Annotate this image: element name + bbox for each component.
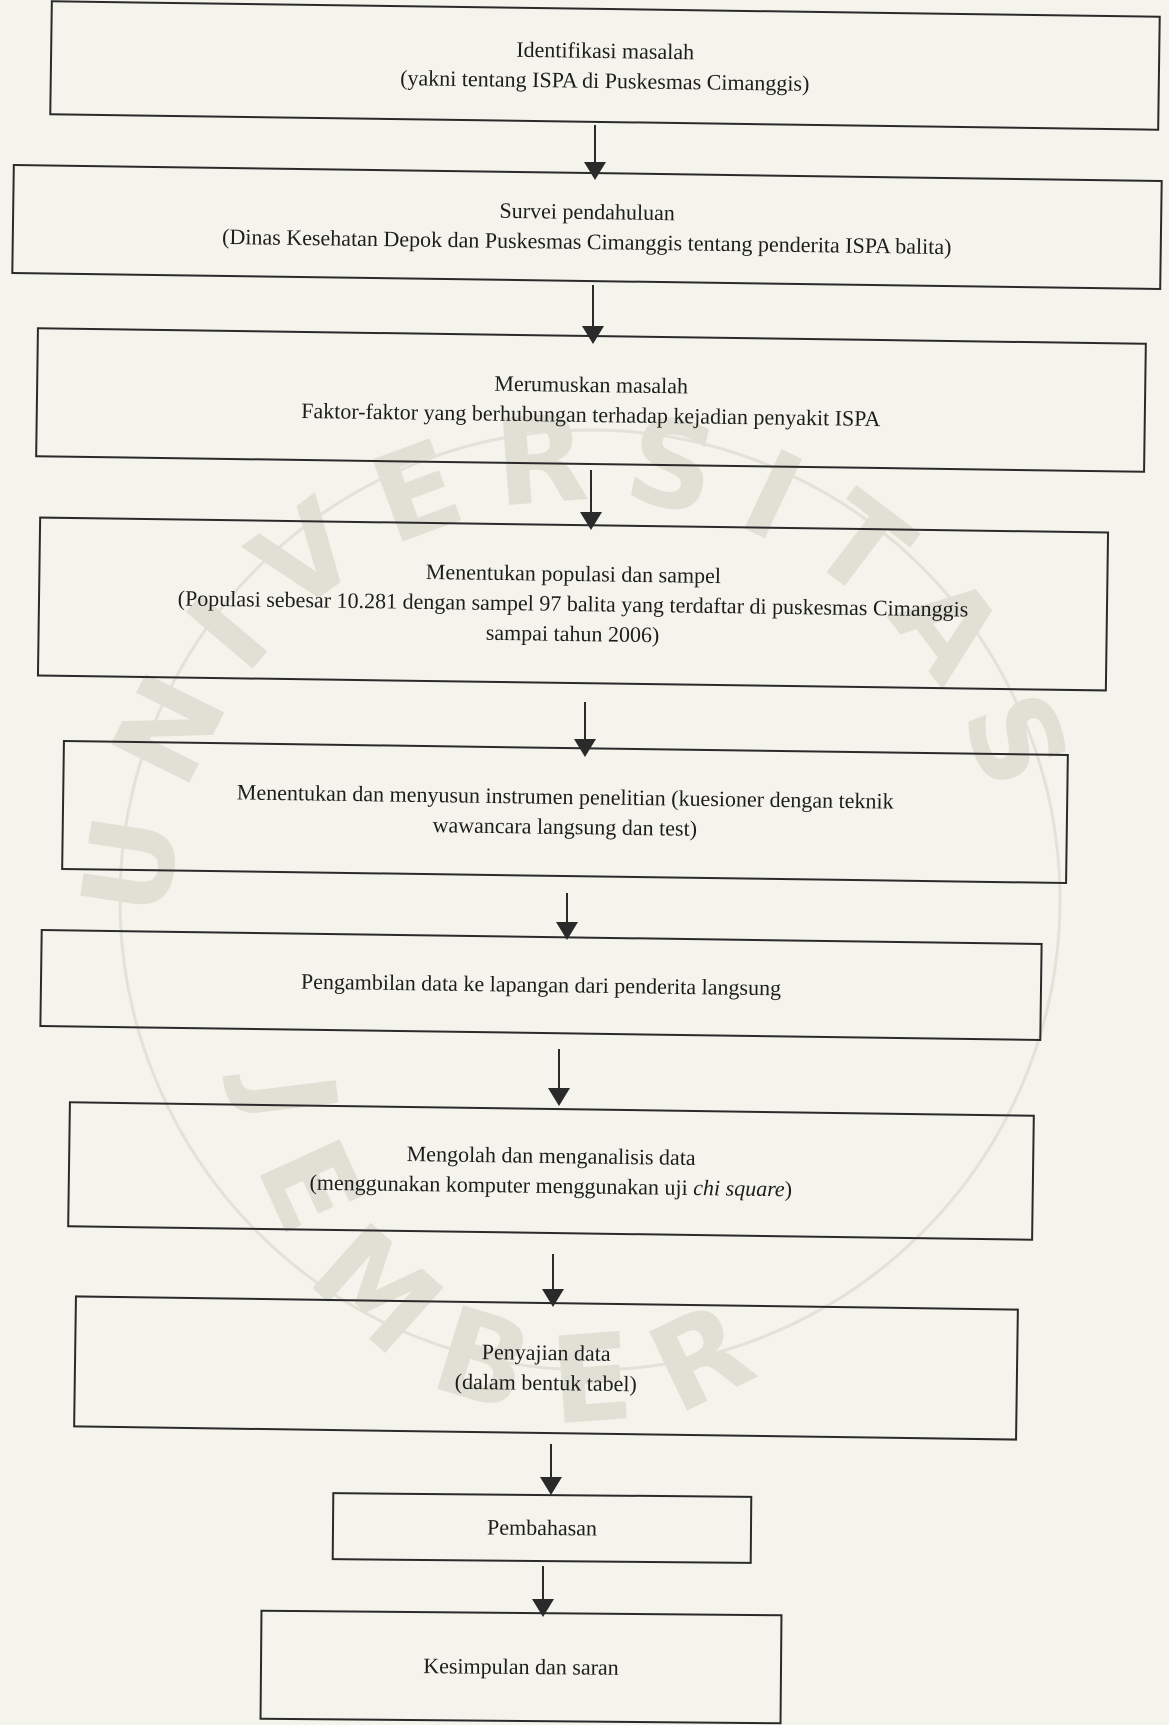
step-populasi-sampel: Menentukan populasi dan sampel (Populasi… [36, 516, 1110, 692]
arrow-connector [594, 125, 596, 163]
arrow-connector [558, 1049, 560, 1089]
arrow-down-icon [556, 922, 578, 940]
step-title: Pembahasan [486, 1514, 598, 1541]
arrow-down-icon [580, 512, 602, 530]
step-detail-closing: ) [784, 1176, 793, 1202]
step-title: Identifikasi masalah [516, 36, 695, 64]
arrow-down-icon [574, 739, 596, 757]
step-identifikasi-masalah: Identifikasi masalah (yakni tentang ISPA… [49, 0, 1161, 131]
step-title: Kesimpulan dan saran [423, 1653, 619, 1680]
step-title: Merumuskan masalah [494, 370, 689, 399]
arrow-down-icon [542, 1289, 564, 1307]
arrow-down-icon [584, 162, 606, 180]
step-detail: wawancara langsung dan test) [432, 812, 698, 841]
step-pembahasan: Pembahasan [331, 1492, 753, 1564]
arrow-connector [590, 470, 592, 512]
step-title: Penyajian data [481, 1339, 611, 1366]
step-detail-continued: sampai tahun 2006) [485, 619, 660, 648]
step-penyajian-data: Penyajian data (dalam bentuk tabel) [73, 1295, 1019, 1441]
arrow-down-icon [532, 1599, 554, 1617]
step-kesimpulan-saran: Kesimpulan dan saran [259, 1609, 783, 1725]
step-detail: Faktor-faktor yang berhubungan terhadap … [301, 397, 881, 432]
arrow-connector [552, 1254, 554, 1290]
chi-square-term: chi square [693, 1174, 785, 1202]
step-title: Menentukan dan menyusun instrumen peneli… [236, 779, 894, 814]
step-detail: (menggunakan komputer menggunakan uji ch… [309, 1168, 792, 1205]
step-title: Pengambilan data ke lapangan dari pender… [300, 968, 782, 1001]
step-detail: (dalam bentuk tabel) [454, 1368, 637, 1397]
step-survei-pendahuluan: Survei pendahuluan (Dinas Kesehatan Depo… [11, 163, 1163, 291]
arrow-connector [542, 1566, 544, 1600]
step-instrumen-penelitian: Menentukan dan menyusun instrumen peneli… [61, 739, 1069, 885]
arrow-down-icon [548, 1088, 570, 1106]
step-detail-text: (menggunakan komputer menggunakan uji [309, 1169, 694, 1200]
step-detail: (yakni tentang ISPA di Puskesmas Cimangg… [400, 64, 810, 96]
arrow-connector [550, 1444, 552, 1478]
step-title: Menentukan populasi dan sampel [425, 558, 722, 589]
arrow-down-icon [582, 326, 604, 344]
arrow-connector [592, 285, 594, 327]
step-detail: (Dinas Kesehatan Depok dan Puskesmas Cim… [221, 223, 952, 260]
step-title: Survei pendahuluan [499, 197, 676, 226]
step-pengambilan-data: Pengambilan data ke lapangan dari pender… [39, 929, 1043, 1041]
arrow-connector [566, 893, 568, 923]
arrow-down-icon [540, 1477, 562, 1495]
step-title: Mengolah dan menganalisis data [406, 1140, 696, 1171]
step-mengolah-data: Mengolah dan menganalisis data (mengguna… [67, 1101, 1035, 1241]
arrow-connector [584, 702, 586, 740]
step-merumuskan-masalah: Merumuskan masalah Faktor-faktor yang be… [35, 327, 1147, 473]
